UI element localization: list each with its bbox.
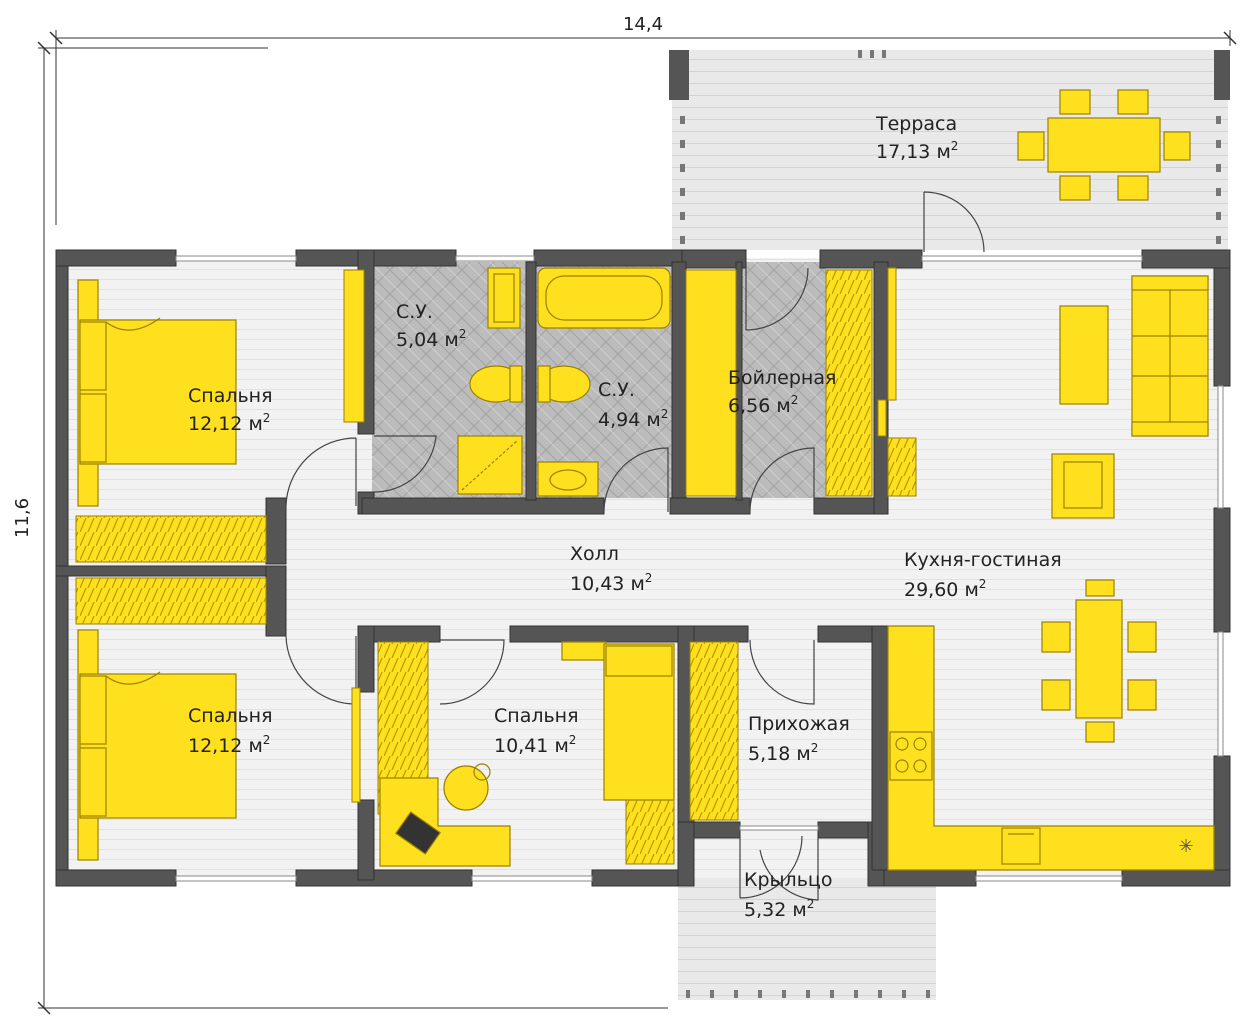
boiler-room-tile <box>740 262 826 498</box>
room-name-entrance-hall: Прихожая <box>748 713 850 735</box>
bathroom-2-fixtures <box>537 267 671 497</box>
desk-chair <box>443 763 491 811</box>
room-area-bedroom-3: 10,41 м2 <box>494 733 576 757</box>
bed-bedroom-2 <box>77 629 237 861</box>
room-name-bathroom-2: С.У. <box>598 379 635 401</box>
terrace-pillar-left <box>669 50 689 100</box>
bed-bedroom-1 <box>77 279 237 507</box>
door-swings <box>285 191 985 901</box>
room-name-terrace: Терраса <box>875 113 957 135</box>
room-name-porch: Крыльцо <box>744 869 832 891</box>
range-hood-icon: ✳ <box>1178 836 1193 857</box>
coffee-table <box>1059 305 1109 405</box>
room-name-hall: Холл <box>570 543 619 565</box>
bed-bedroom-3 <box>561 641 675 801</box>
room-area-bathroom-2: 4,94 м2 <box>598 407 668 431</box>
armchair <box>1051 453 1115 519</box>
dimension-width: 14,4 <box>623 14 663 35</box>
bathroom-1-fixtures <box>457 267 523 495</box>
room-area-kitchen-living: 29,60 м2 <box>904 577 986 601</box>
room-name-bathroom-1: С.У. <box>396 301 433 323</box>
sofa <box>1131 275 1209 437</box>
desk <box>379 777 511 867</box>
dimension-lines <box>37 30 1237 1015</box>
room-area-bathroom-1: 5,04 м2 <box>396 327 466 351</box>
room-area-bedroom-1: 12,12 м2 <box>188 411 270 435</box>
room-area-terrace: 17,13 м2 <box>876 139 958 163</box>
room-area-boiler-room: 6,56 м2 <box>728 393 798 417</box>
room-name-boiler-room: Бойлерная <box>728 367 836 389</box>
room-area-entrance-hall: 5,18 м2 <box>748 741 818 765</box>
dimension-height: 11,6 <box>12 498 33 538</box>
terrace-railing-posts <box>680 50 1221 998</box>
dining-table-terrace <box>1017 89 1191 201</box>
room-name-kitchen-living: Кухня-гостиная <box>904 549 1062 571</box>
room-area-hall: 10,43 м2 <box>570 571 652 595</box>
closets <box>75 269 917 865</box>
room-area-porch: 5,32 м2 <box>744 897 814 921</box>
windows <box>175 255 1224 882</box>
room-area-bedroom-2: 12,12 м2 <box>188 733 270 757</box>
room-name-bedroom-2: Спальня <box>188 705 273 727</box>
terrace-pillar-right <box>1214 50 1230 100</box>
kitchen-counter <box>887 625 1215 871</box>
room-name-bedroom-3: Спальня <box>494 705 579 727</box>
room-name-bedroom-1: Спальня <box>188 385 273 407</box>
dining-table-living <box>1041 579 1157 743</box>
